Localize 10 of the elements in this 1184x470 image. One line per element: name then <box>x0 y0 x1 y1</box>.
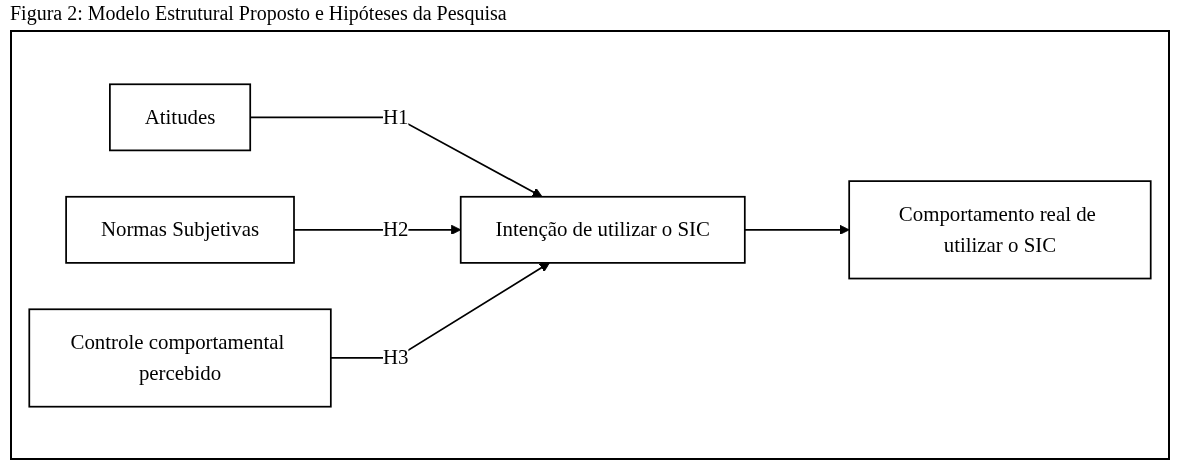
edge-label: H1 <box>383 104 409 128</box>
edge-label: H2 <box>383 217 409 241</box>
figure-frame: H1 H2 H3 Atitudes Normas Subjetivas Intenção de utilizar o SIC Comportamento real de utilizar o SIC Controle comportamental percebido <box>10 30 1170 460</box>
node-box <box>848 179 1152 279</box>
figure-title: Figura 2: Modelo Estrutural Proposto e Hipóteses da Pesquisa <box>9 1 508 27</box>
node-box <box>109 82 252 151</box>
edge-label: H3 <box>383 345 409 369</box>
node-box <box>459 195 746 264</box>
node-box <box>28 307 332 408</box>
node-box <box>65 195 295 264</box>
